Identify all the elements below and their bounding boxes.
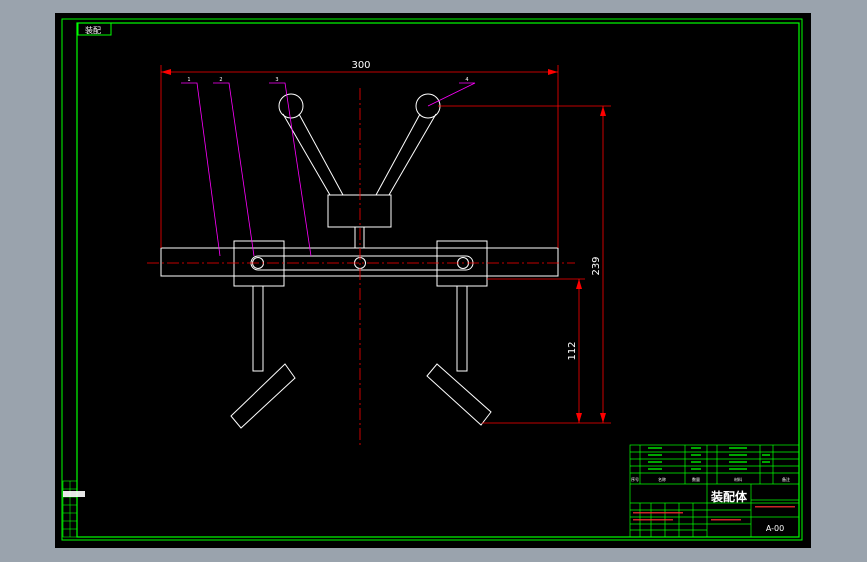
dimension-112-label: 112 — [567, 341, 578, 360]
bom-header-name: 名称 — [658, 476, 666, 482]
part-ref-1: 1 — [187, 77, 190, 83]
inner-border — [76, 22, 800, 538]
upper-right-arm[interactable] — [375, 93, 441, 196]
main-rail[interactable] — [160, 247, 559, 277]
part-reference-labels: 1 2 3 4 — [187, 77, 468, 83]
drawing-title: 装配体 — [710, 489, 748, 504]
title-block — [629, 444, 800, 538]
part-ref-2: 2 — [219, 77, 222, 83]
dimension-239-label: 239 — [591, 256, 602, 275]
leader-2 — [213, 82, 255, 257]
right-leg[interactable] — [426, 285, 492, 426]
drawing-number: A-00 — [766, 524, 784, 533]
bom-header-material: 材料 — [734, 476, 742, 482]
part-ref-3: 3 — [275, 77, 278, 83]
bom-header-qty: 数量 — [692, 476, 700, 482]
center-stem[interactable] — [354, 226, 365, 249]
bom-entries — [648, 447, 770, 470]
left-leg[interactable] — [230, 285, 296, 429]
dimension-300-label: 300 — [351, 60, 370, 71]
center-lines — [147, 88, 575, 448]
upper-left-arm[interactable] — [278, 93, 344, 196]
bom-header: 序号 名称 数量 材料 备注 — [631, 476, 790, 482]
cad-canvas[interactable]: 装配 — [55, 13, 811, 548]
corner-tag-box: 装配 — [77, 22, 112, 36]
left-margin-table — [62, 480, 85, 538]
dimension-112 — [487, 278, 585, 423]
leader-1 — [181, 82, 221, 257]
center-block[interactable] — [327, 194, 392, 228]
outer-border — [61, 18, 803, 541]
part-leaders — [181, 82, 476, 257]
bom-header-remark: 备注 — [782, 476, 790, 482]
leader-4 — [427, 82, 476, 107]
leader-3 — [269, 82, 312, 257]
dimension-239 — [438, 105, 611, 424]
corner-tag: 装配 — [85, 25, 101, 35]
part-ref-4: 4 — [465, 77, 468, 83]
mechanism[interactable] — [160, 93, 559, 429]
drawing-frame — [61, 18, 803, 541]
approval-marks — [633, 506, 795, 521]
bom-header-seq: 序号 — [631, 476, 639, 482]
dimension-300 — [160, 65, 559, 248]
